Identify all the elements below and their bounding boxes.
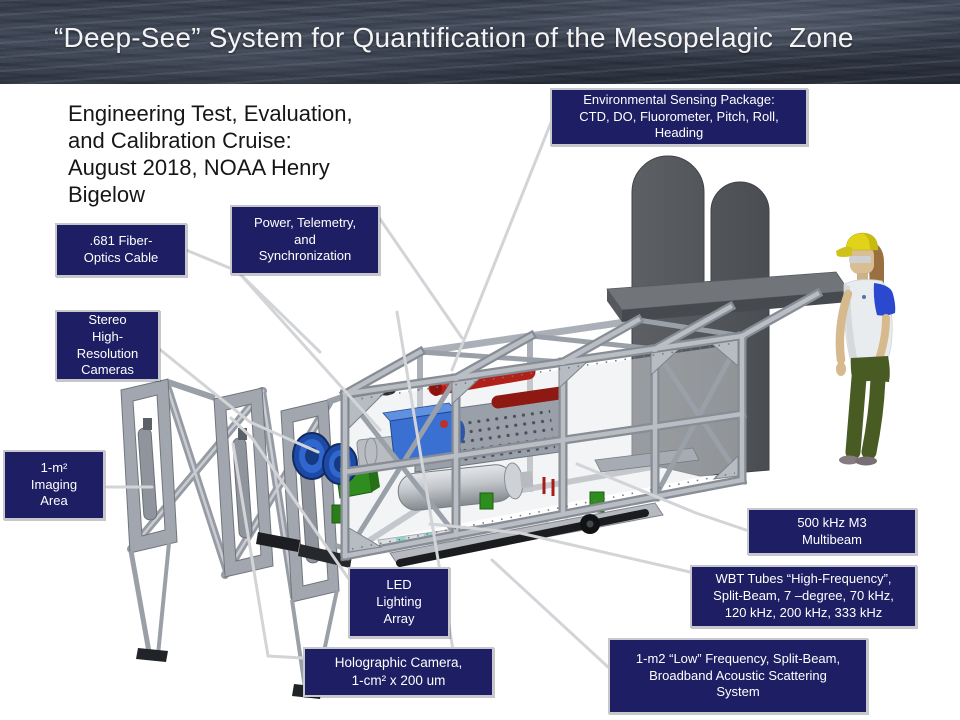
shoe — [839, 455, 859, 465]
label-holographic-camera: Holographic Camera, 1-cm² x 200 um — [303, 647, 494, 697]
cruise-note: Engineering Test, Evaluation, and Calibr… — [68, 101, 353, 207]
label-fiber-optics: .681 Fiber- Optics Cable — [55, 223, 187, 277]
left-arm — [835, 289, 853, 365]
label-imaging-area: 1-m² Imaging Area — [3, 450, 105, 520]
label-m3-multibeam: 500 kHz M3 Multibeam — [747, 508, 917, 555]
equipment-shelf — [594, 447, 700, 473]
cap-bill — [836, 246, 852, 257]
label-led-array: LED Lighting Array — [348, 567, 450, 638]
label-low-frequency: 1-m2 “Low” Frequency, Split-Beam, Broadb… — [608, 638, 868, 714]
label-power-telemetry: Power, Telemetry, and Synchronization — [230, 205, 380, 275]
neck — [857, 273, 868, 282]
label-stereo-cameras: Stereo High- Resolution Cameras — [55, 310, 160, 381]
main-truss-frame — [338, 287, 824, 562]
title-banner: “Deep-See” System for Quantification of … — [0, 0, 960, 84]
label-environmental-sensing: Environmental Sensing Package: CTD, DO, … — [550, 88, 808, 146]
engineer-figure — [835, 232, 896, 466]
shoe — [855, 456, 877, 466]
gusset-plates — [348, 339, 739, 553]
slide-title: “Deep-See” System for Quantification of … — [54, 22, 854, 53]
blue-sleeve — [873, 283, 896, 316]
glasses — [849, 256, 871, 263]
label-wbt-tubes: WBT Tubes “High-Frequency”, Split-Beam, … — [690, 565, 917, 628]
shirt-logo — [862, 295, 866, 299]
